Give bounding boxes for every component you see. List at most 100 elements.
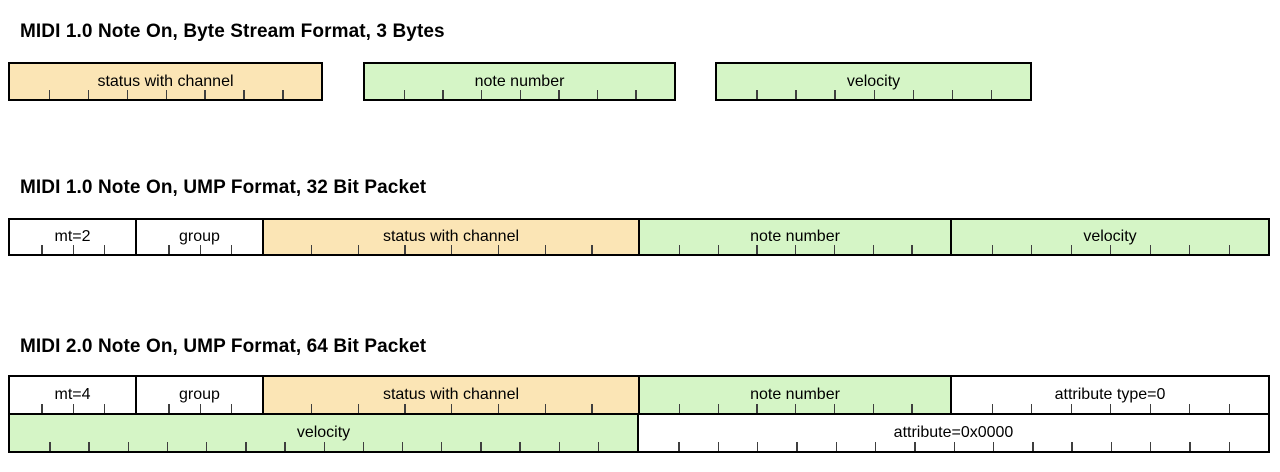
bit-tick [833,245,836,254]
bit-tick [49,441,51,451]
bit-tick [103,245,106,254]
bit-tick [480,441,482,451]
ump64-word1: mt=4 group status with channel note numb… [8,375,1270,415]
field-velocity: velocity [715,62,1032,101]
bit-tick [992,441,995,451]
field-status-with-channel: status with channel [264,377,640,413]
bit-tick [126,90,129,99]
byte-stream-row: status with channel note number velocity [8,62,1032,101]
bit-tick [756,404,758,413]
ump64-word2: velocity attribute=0x0000 [8,412,1270,453]
bit-tick [243,90,245,99]
bit-tick [874,441,877,451]
bit-tick [990,90,993,99]
bit-tick [678,404,681,413]
bit-tick [519,441,521,451]
bit-tick [544,245,546,254]
bit-tick [1070,245,1072,254]
bit-tick [41,404,43,413]
bit-tick [199,245,201,254]
bit-tick [873,90,875,99]
bit-tick [1149,245,1151,254]
bit-tick [1110,245,1112,254]
bit-tick [717,245,719,254]
bit-tick [497,404,500,413]
field-attribute: attribute=0x0000 [639,414,1268,451]
bit-tick [103,404,106,413]
bit-tick [1071,441,1073,451]
bit-tick [1150,441,1152,451]
field-note-number: note number [640,220,952,254]
bit-tick [451,404,453,413]
bit-tick [362,441,365,451]
bit-tick [1110,441,1113,451]
bit-tick [48,90,51,99]
field-note-number: note number [363,62,676,101]
bit-tick [480,90,483,99]
bit-tick [284,441,286,451]
bit-tick [310,404,313,413]
bit-tick [795,90,797,99]
bit-tick [951,90,954,99]
bit-tick [323,441,325,451]
bit-tick [497,245,500,254]
bit-tick [451,245,453,254]
bit-tick [558,90,560,99]
bit-tick [127,441,129,451]
field-label: note number [474,72,565,90]
bit-tick [914,441,916,451]
bit-tick [1032,441,1034,451]
bit-tick [205,441,208,451]
bit-tick [1228,245,1230,254]
field-label: group [179,228,220,245]
field-label: note number [750,228,840,245]
bit-tick [1031,245,1033,254]
bit-tick [833,404,836,413]
field-velocity: velocity [952,220,1268,254]
field-note-number: note number [640,377,952,413]
bit-tick [953,441,955,451]
bit-tick [872,245,874,254]
bit-tick [168,245,170,254]
section-title-ump32: MIDI 1.0 Note On, UMP Format, 32 Bit Pac… [20,177,427,198]
bit-tick [282,90,284,99]
field-group: group [137,220,264,254]
field-label: velocity [846,72,901,90]
bit-tick [1149,404,1151,413]
bit-tick [1189,245,1191,254]
bit-tick [1031,404,1033,413]
bit-tick [401,441,404,451]
bit-tick [72,245,74,254]
bit-tick [1189,404,1191,413]
field-label: status with channel [97,72,234,90]
bit-tick [558,441,561,451]
field-label: status with channel [382,386,520,403]
bit-tick [357,245,359,254]
bit-tick [756,245,758,254]
field-label: attribute type=0 [1054,386,1166,403]
bit-tick [991,404,993,413]
bit-tick [88,441,90,451]
bit-tick [168,404,170,413]
field-velocity: velocity [10,414,639,451]
bit-tick [796,441,798,451]
bit-tick [72,404,74,413]
bit-tick [912,90,915,99]
field-mt: mt=4 [10,377,137,413]
bit-tick [756,90,758,99]
field-label: velocity [296,423,351,441]
bit-tick [199,404,201,413]
bit-tick [872,404,874,413]
field-label: note number [750,386,840,403]
bit-tick [230,245,233,254]
bit-tick [834,90,836,99]
bit-tick [911,404,913,413]
field-label: status with channel [382,228,520,245]
bit-tick [1070,404,1072,413]
bit-tick [591,404,593,413]
bit-tick [403,90,406,99]
bit-tick [519,90,521,99]
bit-tick [756,441,759,451]
bit-tick [404,404,406,413]
